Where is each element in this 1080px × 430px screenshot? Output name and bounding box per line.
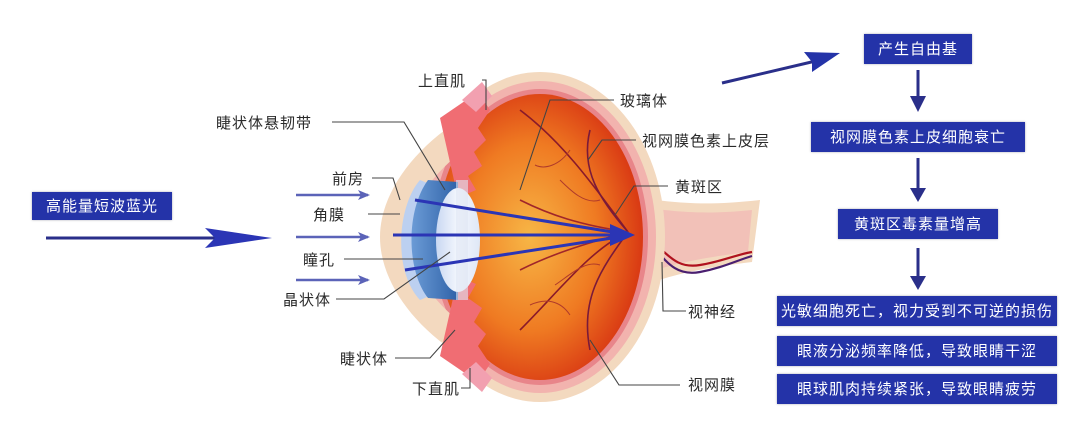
- flow-outcome-dry-eyes: 眼液分泌频率降低，导致眼睛干涩: [777, 336, 1057, 366]
- label-macula: 黄斑区: [675, 178, 724, 196]
- label-inferior-rectus: 下直肌: [412, 380, 461, 398]
- label-zonule: 睫状体悬韧带: [216, 114, 313, 132]
- label-vitreous: 玻璃体: [620, 92, 669, 110]
- label-pupil: 瞳孔: [303, 251, 336, 269]
- label-retina: 视网膜: [688, 376, 737, 394]
- to-flow-arrow: [721, 52, 840, 85]
- blue-light-main-arrow: [46, 228, 272, 248]
- label-lens: 晶状体: [283, 291, 332, 309]
- label-superior-rectus: 上直肌: [418, 72, 467, 90]
- incoming-light-arrows: [296, 190, 370, 285]
- label-cornea: 角膜: [313, 206, 346, 224]
- flow-outcome-vision-damage: 光敏细胞死亡，视力受到不可逆的损伤: [777, 296, 1057, 326]
- blue-light-label: 高能量短波蓝光: [32, 192, 172, 220]
- label-ciliary-body: 睫状体: [340, 350, 389, 368]
- label-rpe: 视网膜色素上皮层: [642, 132, 771, 150]
- focal-arrowhead: [610, 224, 635, 246]
- flow-step-free-radicals: 产生自由基: [864, 34, 972, 64]
- label-optic-nerve: 视神经: [688, 303, 737, 321]
- flow-outcome-eye-fatigue: 眼球肌肉持续紧张，导致眼睛疲劳: [777, 374, 1057, 404]
- leader-lines: [332, 79, 686, 389]
- flow-step-macula-toxins: 黄斑区毒素量增高: [838, 209, 998, 239]
- eyeball: [380, 72, 665, 402]
- flow-step-rpe-cell-death: 视网膜色素上皮细胞衰亡: [811, 122, 1025, 152]
- label-anterior-chamber: 前房: [332, 170, 365, 188]
- light-rays: [393, 198, 626, 272]
